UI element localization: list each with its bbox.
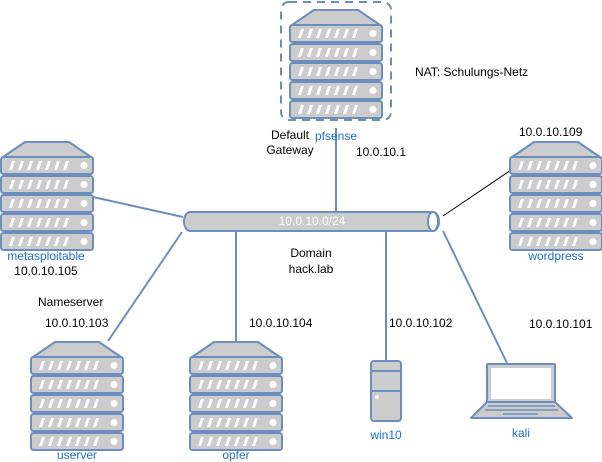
userver-ip-label: 10.0.10.103	[45, 316, 109, 330]
win10-ip-label: 10.0.10.102	[389, 316, 453, 330]
pfsense-server-icon[interactable]	[290, 10, 382, 118]
metasploitable-server-icon[interactable]	[1, 142, 93, 250]
opfer-name-label[interactable]: opfer	[222, 448, 250, 462]
links	[92, 128, 512, 364]
nat-label: NAT: Schulungs-Netz	[415, 65, 529, 79]
win10-desktop-tower-icon[interactable]	[370, 360, 402, 422]
network-bus[interactable]	[183, 211, 440, 232]
pfsense-role-line1: Default	[270, 128, 310, 142]
wordpress-name-label[interactable]: wordpress	[528, 249, 584, 263]
kali-name-label[interactable]: kali	[511, 426, 531, 440]
domain-label-line2: hack.lab	[288, 262, 334, 276]
metasploitable-name-label[interactable]: metasploitable	[7, 249, 85, 263]
domain-label-line1: Domain	[290, 246, 332, 260]
userver-name-label[interactable]: userver	[56, 448, 98, 462]
link-kali	[442, 230, 508, 364]
win10-name-label[interactable]: win10	[370, 428, 402, 442]
opfer-server-icon[interactable]	[190, 342, 282, 450]
kali-laptop-icon[interactable]	[470, 363, 573, 419]
opfer-ip-label: 10.0.10.104	[249, 316, 313, 330]
network-subnet-label: 10.0.10.0/24	[278, 214, 346, 228]
pfsense-nat-boundary	[280, 1, 392, 121]
pfsense-role-line2: Gateway	[266, 143, 314, 157]
kali-ip-label: 10.0.10.101	[529, 317, 593, 331]
link-wordpress	[442, 169, 512, 217]
link-metasploitable	[92, 196, 184, 218]
userver-server-icon[interactable]	[31, 342, 123, 450]
userver-role-label: Nameserver	[38, 295, 104, 309]
pfsense-ip-label: 10.0.10.1	[356, 145, 407, 159]
metasploitable-ip-label: 10.0.10.105	[14, 264, 78, 278]
wordpress-server-icon[interactable]	[510, 142, 602, 250]
link-userver	[107, 231, 183, 342]
pfsense-name-label[interactable]: pfsense	[315, 129, 358, 143]
wordpress-ip-label: 10.0.10.109	[519, 125, 583, 139]
